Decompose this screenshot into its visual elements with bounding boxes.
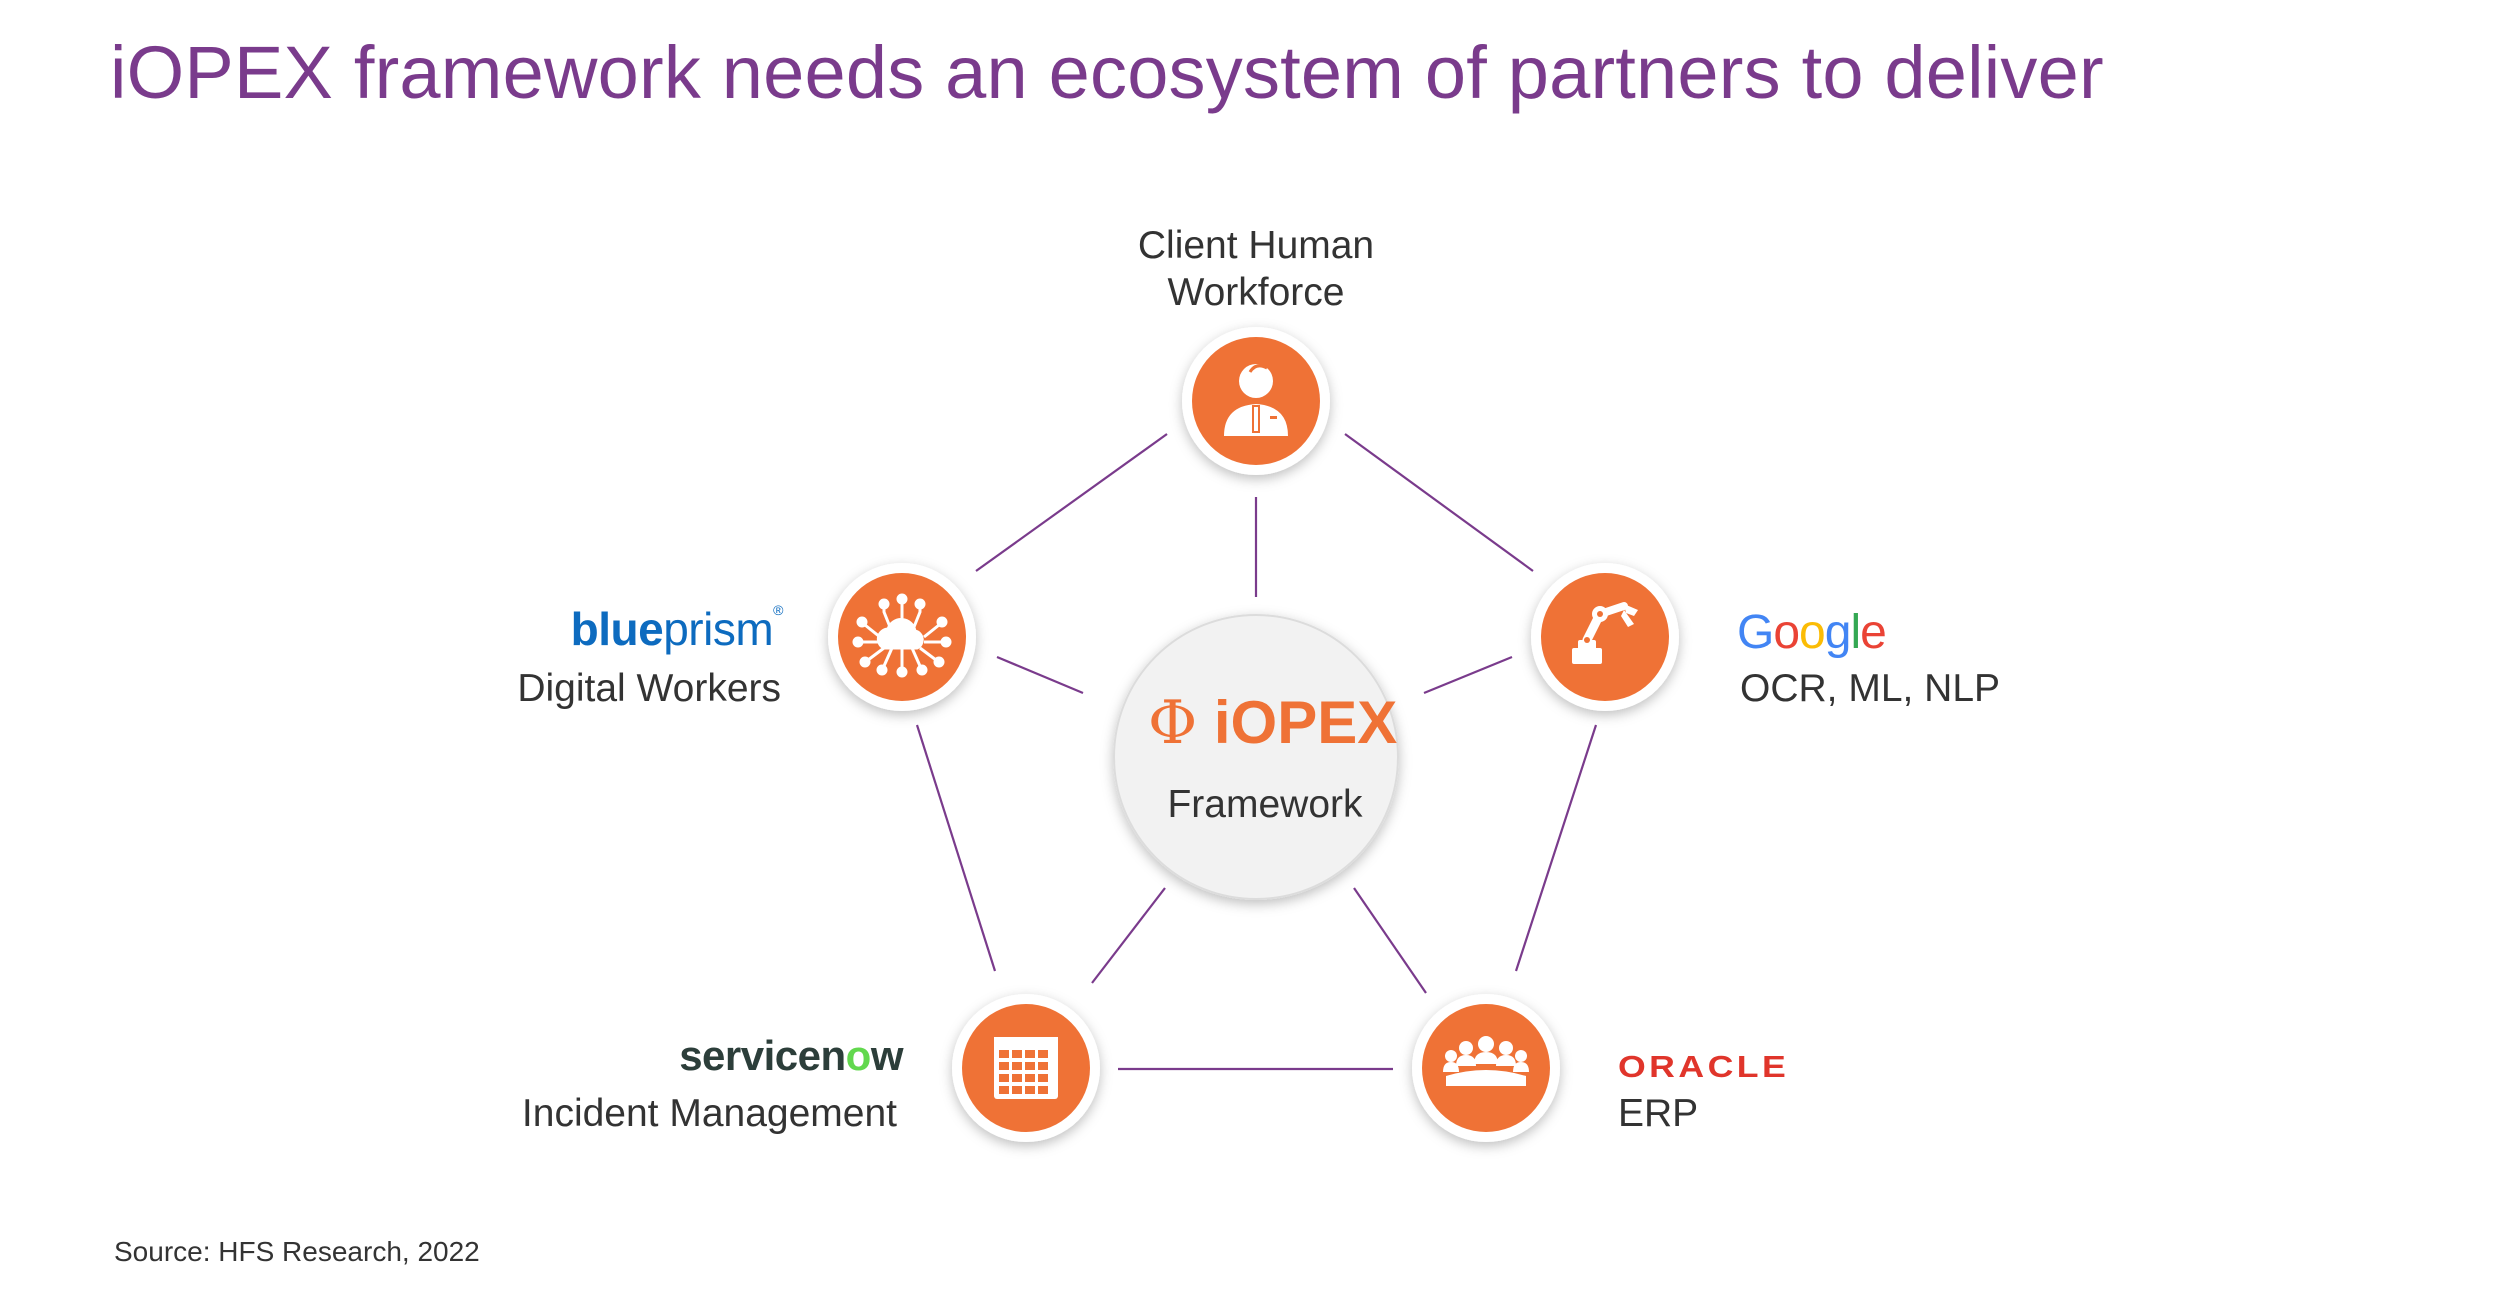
node-google [1531, 563, 1679, 711]
iopex-logo: Φ iOPEX [1148, 688, 1397, 758]
robot-arm-icon [1572, 602, 1638, 664]
center-framework-circle [1113, 614, 1399, 900]
team-meeting-icon [1443, 1036, 1529, 1086]
page-title: iOPEX framework needs an ecosystem of pa… [110, 31, 2104, 114]
person-icon [1224, 364, 1288, 436]
connector-lines [915, 433, 1598, 1071]
blueprism-logo: blueprism® [570, 602, 784, 655]
oracle-logo: ORACLE [1618, 1049, 1790, 1084]
connector-blueprism-servicenow [915, 724, 997, 972]
google-logo: Google [1737, 606, 1887, 659]
connector-google-center [1423, 655, 1513, 695]
connector-blueprism-center [996, 655, 1084, 695]
calendar-icon [994, 1037, 1058, 1099]
iopex-phi-symbol: Φ [1148, 688, 1198, 758]
connector-servicenow-center [1091, 887, 1166, 984]
cloud-network-icon [852, 593, 952, 678]
node-blueprism [828, 563, 976, 711]
node-client-workforce [1182, 327, 1330, 475]
client-label-line2: Workforce [1167, 271, 1345, 314]
google-label: OCR, ML, NLP [1740, 667, 2001, 710]
connector-client-google [1344, 433, 1534, 572]
client-workforce-label: Client Human Workforce [1136, 222, 1376, 316]
oracle-label: ERP [1618, 1092, 1699, 1135]
connector-client-blueprism [975, 433, 1168, 572]
client-label-line1: Client Human [1137, 224, 1375, 267]
center-framework-label: Framework [1167, 783, 1363, 826]
node-oracle [1412, 994, 1560, 1142]
connector-oracle-center [1353, 887, 1427, 994]
servicenow-logo: servicenow [679, 1032, 903, 1079]
servicenow-label: Incident Management [521, 1092, 897, 1135]
iopex-logo-text: iOPEX [1213, 689, 1398, 756]
blueprism-label: Digital Workers [517, 667, 781, 710]
connector-google-oracle [1514, 724, 1598, 972]
node-servicenow [952, 994, 1100, 1142]
source-note: Source: HFS Research, 2022 [114, 1236, 480, 1267]
